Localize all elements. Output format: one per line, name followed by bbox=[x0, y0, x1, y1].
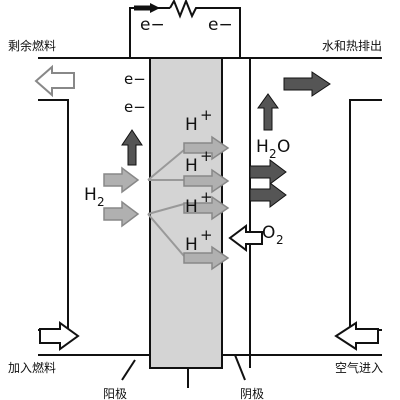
svg-text:H: H bbox=[185, 197, 198, 217]
proton-label-3: H + bbox=[185, 188, 213, 217]
proton-arrow-icon bbox=[183, 168, 230, 194]
water-out-arrow-icon bbox=[249, 182, 287, 208]
electron-flow-arrow bbox=[134, 3, 160, 13]
svg-text:2: 2 bbox=[269, 147, 277, 161]
svg-text:+: + bbox=[200, 226, 213, 244]
proton-label-4: H + bbox=[185, 226, 213, 255]
svg-text:H: H bbox=[185, 115, 198, 135]
water-heat-out-arrow-icon bbox=[283, 71, 331, 97]
electron-label-left: e− bbox=[140, 15, 165, 35]
external-circuit bbox=[129, 4, 241, 58]
h2-in-arrow-icon bbox=[103, 200, 140, 228]
anode-pointer bbox=[121, 359, 136, 381]
proton-arrow-icon bbox=[183, 245, 230, 271]
remaining-fuel-label: 剩余燃料 bbox=[8, 38, 56, 53]
water-out-arrow-icon bbox=[249, 159, 287, 185]
electron-label-1: e− bbox=[124, 70, 146, 88]
cathode-pointer bbox=[234, 354, 246, 381]
air-in-arrow-icon bbox=[334, 321, 379, 351]
svg-text:O: O bbox=[277, 137, 290, 157]
resistor-icon bbox=[169, 0, 200, 19]
h2-in-arrow-icon bbox=[103, 166, 140, 194]
proton-arrow-icon bbox=[183, 195, 230, 221]
proton-label-2: H + bbox=[185, 147, 213, 176]
svg-text:H: H bbox=[185, 156, 198, 176]
svg-text:H: H bbox=[185, 235, 198, 255]
svg-text:+: + bbox=[200, 188, 213, 206]
electron-label-right: e− bbox=[208, 15, 233, 35]
air-in-label: 空气进入 bbox=[335, 360, 383, 375]
water-label: H 2 O bbox=[256, 137, 290, 161]
proton-flow-arrows bbox=[183, 135, 230, 271]
water-heat-out-label: 水和热排出 bbox=[322, 39, 382, 53]
svg-text:+: + bbox=[200, 147, 213, 165]
hydrogen-label: H 2 bbox=[84, 185, 105, 209]
svg-text:2: 2 bbox=[276, 233, 284, 247]
add-fuel-arrow-icon bbox=[39, 321, 80, 351]
water-up-arrow-icon bbox=[257, 93, 279, 131]
svg-text:O: O bbox=[262, 223, 275, 243]
oxygen-label: O 2 bbox=[262, 223, 284, 247]
svg-text:+: + bbox=[200, 106, 213, 124]
cathode-label: 阴极 bbox=[240, 387, 264, 400]
svg-text:H: H bbox=[256, 137, 269, 157]
svg-text:2: 2 bbox=[97, 195, 105, 209]
proton-arrow-icon bbox=[183, 135, 230, 161]
proton-label-1: H + bbox=[185, 106, 213, 135]
remaining-fuel-arrow-icon bbox=[34, 64, 75, 98]
add-fuel-label: 加入燃料 bbox=[8, 360, 56, 375]
up-arrow-icon bbox=[121, 129, 143, 166]
anode-label: 阳极 bbox=[103, 387, 127, 400]
oxygen-in-arrow-icon bbox=[228, 224, 263, 252]
anode-channel-wall bbox=[38, 99, 69, 331]
svg-text:H: H bbox=[84, 185, 97, 205]
electron-label-2: e− bbox=[124, 98, 146, 116]
cathode-channel-wall bbox=[349, 99, 382, 331]
h2-split-lines bbox=[147, 149, 185, 257]
